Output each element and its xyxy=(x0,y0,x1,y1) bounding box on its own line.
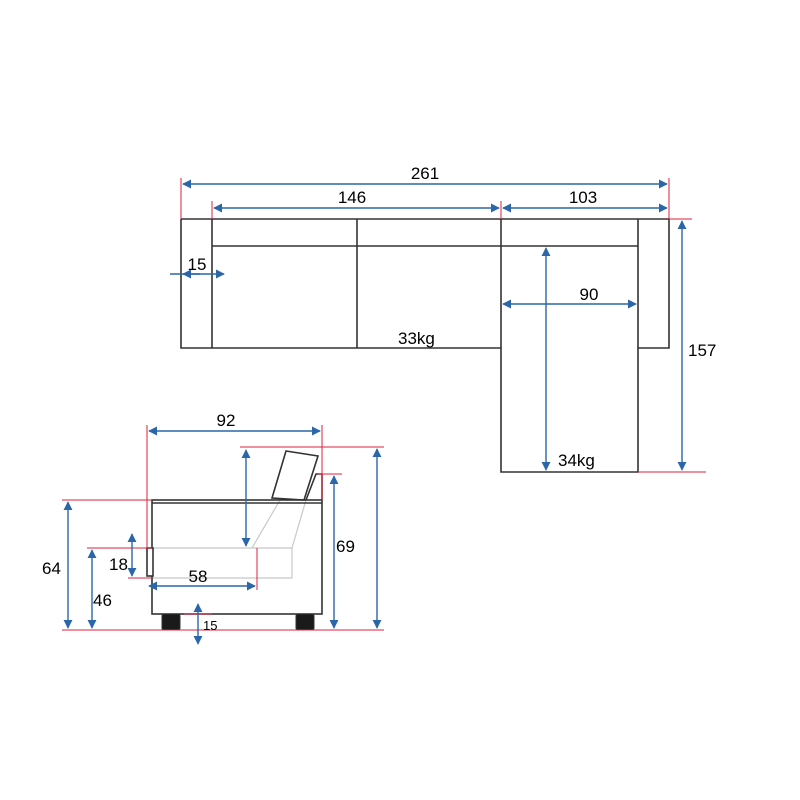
side-view-extension-lines xyxy=(62,425,384,631)
side-view: 92 64 46 18 58 69 15 xyxy=(42,411,384,645)
dim-label-leg-height: 15 xyxy=(203,618,217,633)
dim-label-total-width: 261 xyxy=(411,164,439,183)
dim-label-seat-height: 46 xyxy=(93,591,112,610)
dim-label-depth: 157 xyxy=(688,341,716,360)
headrest xyxy=(270,450,320,501)
dim-label-arm-thickness: 18 xyxy=(109,555,128,574)
dim-label-sofa-width: 146 xyxy=(338,188,366,207)
dim-label-chaise-inner-width: 90 xyxy=(580,285,599,304)
leg-front xyxy=(161,613,181,631)
dim-label-chaise-width: 103 xyxy=(569,188,597,207)
top-view: 261 146 103 15 90 157 33kg 34kg xyxy=(170,164,716,473)
seat-cushion-outline xyxy=(152,547,293,579)
side-view-cushion-lines xyxy=(152,499,307,579)
side-view-outline xyxy=(146,450,323,631)
backrest-back-line xyxy=(291,499,307,549)
arm-pad xyxy=(146,547,154,577)
chaise-weight-label: 34kg xyxy=(558,451,595,470)
leg-back xyxy=(295,613,315,631)
dim-label-arm-height: 64 xyxy=(42,559,61,578)
sofa-body xyxy=(151,499,323,615)
dim-label-back-height: 69 xyxy=(336,537,355,556)
dim-label-seat-depth: 58 xyxy=(189,567,208,586)
top-view-extension-lines xyxy=(180,178,706,473)
dim-label-arm-width: 15 xyxy=(188,255,207,274)
sofa-weight-label: 33kg xyxy=(398,329,435,348)
dim-label-side-depth: 92 xyxy=(217,411,236,430)
backrest-front-line xyxy=(251,499,281,549)
